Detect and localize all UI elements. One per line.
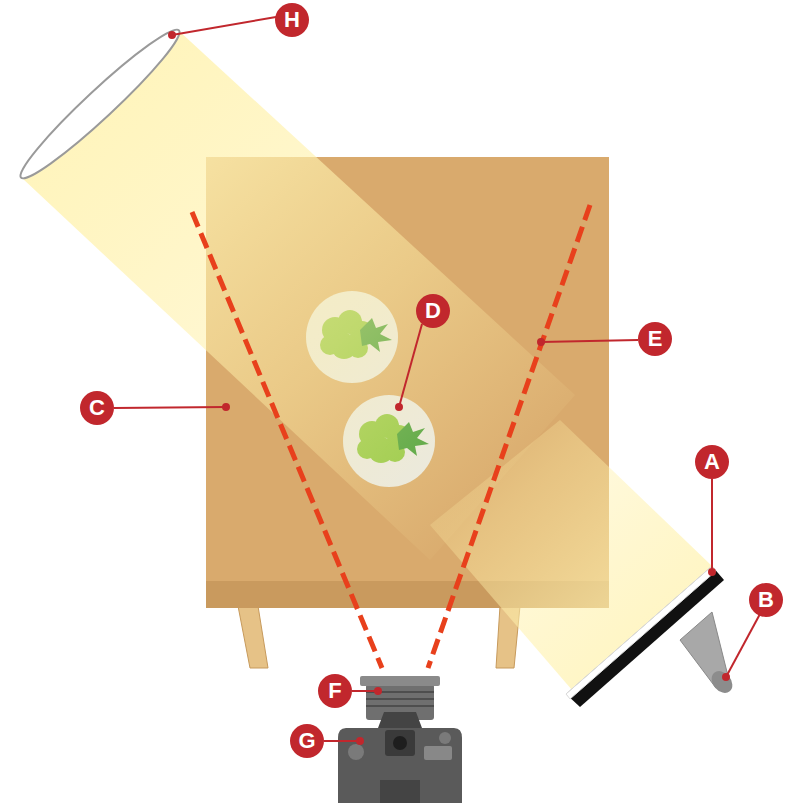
callout-letter: D	[425, 300, 441, 322]
callout-letter: H	[284, 9, 300, 31]
table-leg	[238, 606, 268, 668]
softbox	[566, 566, 737, 707]
callout-circle: B	[749, 583, 783, 617]
callout-circle: E	[638, 322, 672, 356]
field-of-view-line	[192, 205, 590, 668]
callout-letter: B	[758, 589, 774, 611]
callout-letter: E	[648, 328, 663, 350]
callout-circle: H	[275, 3, 309, 37]
camera	[338, 676, 462, 803]
callout-circle: G	[290, 724, 324, 758]
callout-circle: A	[695, 445, 729, 479]
callout-letter: A	[704, 451, 720, 473]
window-diffuser	[11, 20, 188, 188]
light-beam	[430, 420, 712, 690]
callout-letter: C	[89, 397, 105, 419]
callout-circle: C	[80, 391, 114, 425]
callout-circle: D	[416, 294, 450, 328]
callout-letter: G	[298, 730, 315, 752]
leader-line	[114, 17, 760, 744]
callout-letter: F	[328, 680, 341, 702]
callout-circle: F	[318, 674, 352, 708]
